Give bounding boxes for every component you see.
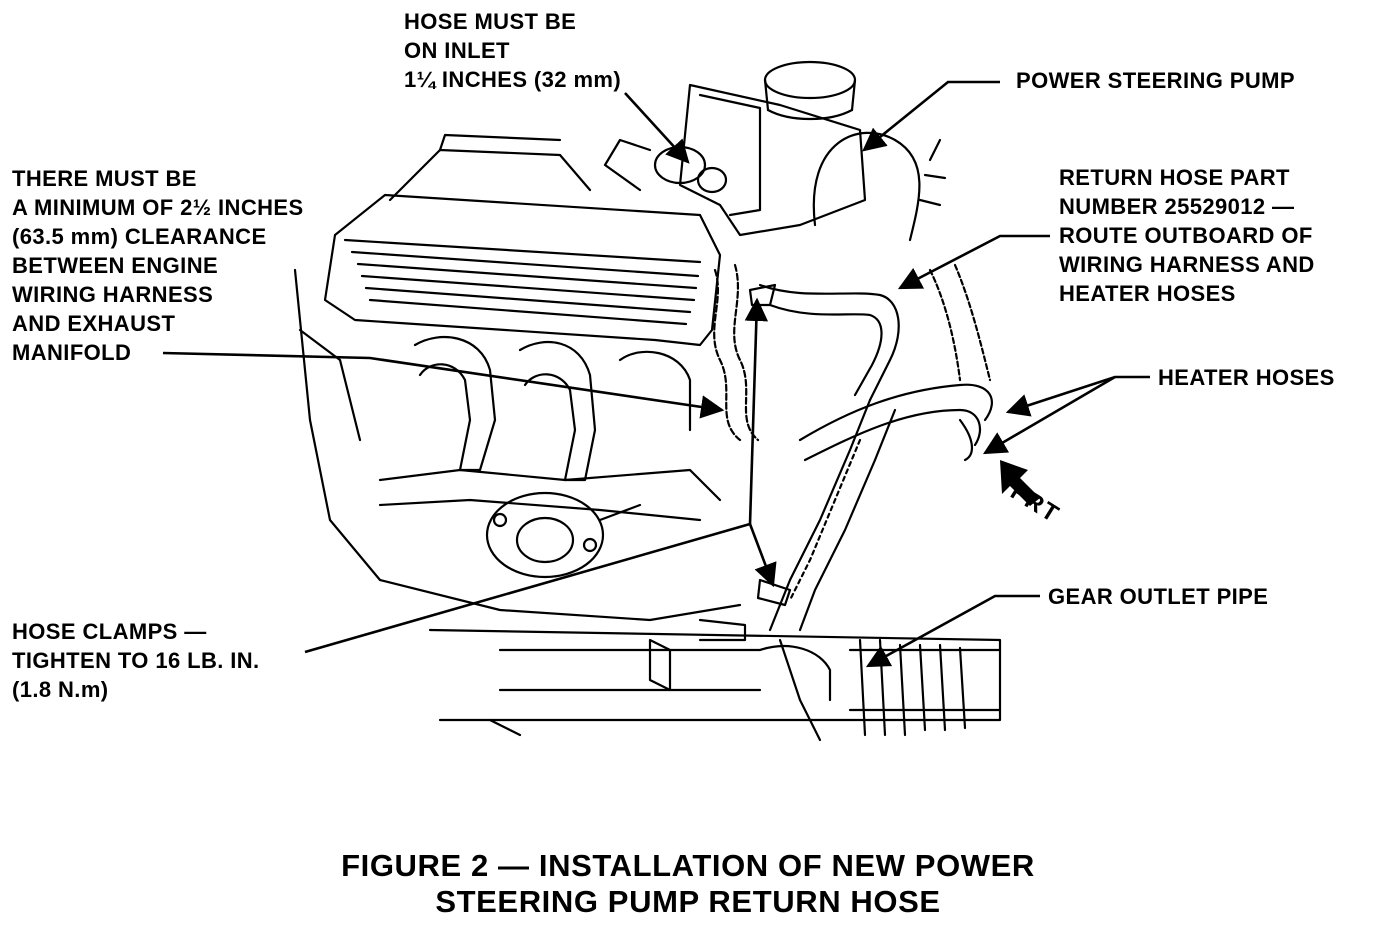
label-return-hose: RETURN HOSE PART NUMBER 25529012 — ROUTE… [1059,165,1315,306]
frt-arrow [1000,460,1040,506]
label-hose-inlet: HOSE MUST BE ON INLET 1¼ INCHES (32 mm) [404,9,622,92]
engine-block [293,133,742,622]
leader-lines [162,80,1150,668]
power-steering-pump [603,60,867,237]
label-power-steering-pump: POWER STEERING PUMP [1016,68,1295,93]
leader-clearance [162,351,725,419]
figure-caption: FIGURE 2 — INSTALLATION OF NEW POWER STE… [0,848,1376,920]
leader-power-pump [862,80,1000,152]
leader-hose-clamps [304,522,751,654]
hoses [713,131,993,632]
leader-return-hose [897,234,1050,290]
leader-heater-2 [982,375,1116,455]
leader-gear-outlet [865,594,1040,668]
steering-gear [428,618,1002,742]
label-clearance: THERE MUST BE A MINIMUM OF 2½ INCHES (63… [12,166,304,365]
leader-heater-1 [1005,375,1150,417]
leader-clamp-up [744,297,769,525]
label-heater-hoses: HEATER HOSES [1158,365,1335,390]
caption-line-1: FIGURE 2 — INSTALLATION OF NEW POWER [341,848,1035,883]
label-gear-outlet-pipe: GEAR OUTLET PIPE [1048,584,1269,609]
leader-clamp-down [748,523,777,588]
leader-hose-inlet [624,92,690,164]
label-hose-clamps: HOSE CLAMPS — TIGHTEN TO 16 LB. IN. (1.8… [12,619,260,702]
caption-line-2: STEERING PUMP RETURN HOSE [435,884,941,919]
